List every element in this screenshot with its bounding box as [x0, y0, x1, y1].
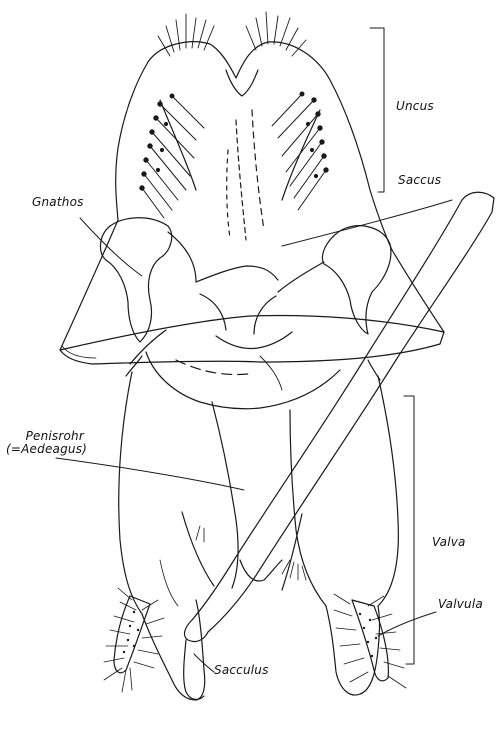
valvula-right: [334, 594, 406, 688]
aedeagus: [185, 192, 494, 641]
uncus-bracket: [370, 28, 384, 192]
penisrohr-leader: [56, 458, 244, 490]
label-sacculus: Sacculus: [214, 664, 269, 677]
sacculus-lobe: [184, 640, 204, 699]
label-uncus: Uncus: [396, 100, 434, 113]
label-penisrohr-line2: (=Aedeagus): [6, 443, 84, 456]
gnathos-leader: [80, 218, 142, 276]
label-saccus: Saccus: [398, 174, 441, 187]
leader-lines: [56, 28, 452, 672]
label-valva: Valva: [432, 536, 466, 549]
uncus-lobe: [116, 42, 392, 250]
valvula-left: [104, 588, 164, 692]
uncus-bristles: [158, 12, 306, 56]
label-gnathos: Gnathos: [32, 196, 84, 209]
label-penisrohr: Penisrohr (=Aedeagus): [6, 430, 84, 456]
valva-bracket: [404, 396, 414, 664]
saccus-leader: [282, 200, 452, 246]
label-valvula: Valvula: [438, 598, 483, 611]
juxta: [146, 332, 340, 409]
tegumen: [60, 220, 444, 364]
